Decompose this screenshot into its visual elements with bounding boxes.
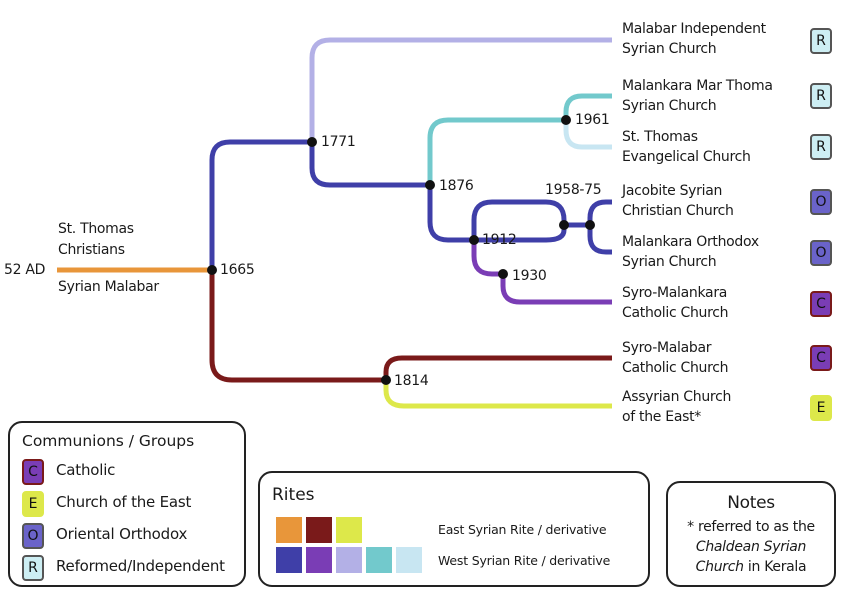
west-trunk-line	[209, 139, 312, 270]
rites-legend-title: Rites	[272, 485, 315, 505]
legend-badge-oriental-orthodox: O	[22, 523, 44, 549]
church-malabar-independent-line-2: Syrian Church	[622, 41, 717, 57]
notes-box: Notes * referred to as the Chaldean Syri…	[666, 481, 836, 587]
node-dot-1912	[469, 235, 479, 245]
notes-line-2: Chaldean Syrian	[695, 539, 807, 555]
communions-legend-title: Communions / Groups	[22, 432, 195, 450]
assyrian-line	[383, 380, 612, 409]
legend-label-reformed-independent: Reformed/Independent	[56, 557, 225, 575]
badge-syro-malabar: C	[810, 345, 832, 371]
notes-title: Notes	[727, 493, 775, 513]
node-dot-1771	[307, 137, 317, 147]
church-malankara-orthodox-line-1: Malankara Orthodox	[622, 234, 759, 250]
rite-swatch-west-2	[306, 547, 332, 573]
node-label-1814: 1814	[394, 373, 429, 389]
line-1912-upper	[471, 199, 567, 240]
node-label-1961: 1961	[575, 112, 610, 128]
rite-swatch-west-1	[276, 547, 302, 573]
node-dot-1958-b	[585, 220, 595, 230]
legend-label-church-of-the-east: Church of the East	[56, 493, 192, 511]
church-assyrian-line-1: Assyrian Church	[622, 389, 732, 405]
church-malabar-independent-line-1: Malabar Independent	[622, 21, 766, 37]
node-label-1930: 1930	[512, 268, 547, 284]
node-dot-1665	[207, 265, 217, 275]
legend-label-oriental-orthodox: Oriental Orthodox	[56, 525, 188, 543]
notes-line-3-italic: Church	[695, 559, 744, 575]
church-syro-malankara-line-1: Syro-Malankara	[622, 285, 728, 301]
node-dot-1814	[381, 375, 391, 385]
root-start-label: 52 AD	[4, 262, 46, 278]
church-assyrian-line-2: of the East*	[622, 409, 701, 425]
root-sub-name: Syrian Malabar	[58, 279, 159, 295]
church-jacobite-line-1: Jacobite Syrian	[622, 183, 723, 199]
communions-legend: Communions / Groups C Catholic E Church …	[8, 421, 246, 587]
jacobite-line	[587, 199, 612, 225]
node-label-1912: 1912	[482, 232, 517, 248]
rite-swatch-west-3	[336, 547, 362, 573]
reformed-branch-line	[427, 117, 566, 185]
church-evangelical-line-2: Evangelical Church	[622, 149, 751, 165]
badge-syro-malankara: C	[810, 291, 832, 317]
node-dot-1958-a	[559, 220, 569, 230]
legend-badge-church-of-the-east: E	[22, 491, 44, 517]
legend-badge-catholic: C	[22, 459, 44, 485]
node-dot-1876	[425, 180, 435, 190]
root-name-line-2: Christians	[58, 242, 125, 258]
node-label-1665: 1665	[220, 262, 255, 278]
badge-mar-thoma: R	[810, 83, 832, 109]
evangelical-line	[563, 120, 612, 150]
node-dot-1930	[498, 269, 508, 279]
rite-label-west: West Syrian Rite / derivative	[438, 553, 611, 568]
badge-malabar-independent: R	[810, 28, 832, 54]
syro-malankara-line	[500, 274, 612, 305]
root-name-line-1: St. Thomas	[58, 221, 134, 237]
rite-swatch-east-3	[336, 517, 362, 543]
legend-label-catholic: Catholic	[56, 461, 116, 479]
rites-legend: Rites East Syrian Rite / derivative West…	[258, 471, 650, 587]
malankara-orthodox-line	[587, 225, 612, 255]
rite-swatch-west-4	[366, 547, 392, 573]
rite-swatch-west-5	[396, 547, 422, 573]
church-jacobite-line-2: Christian Church	[622, 203, 734, 219]
badge-jacobite: O	[810, 189, 832, 215]
syro-malabar-line	[383, 355, 612, 380]
node-dot-1961	[561, 115, 571, 125]
rite-swatch-east-1	[276, 517, 302, 543]
church-evangelical-line-1: St. Thomas	[622, 129, 698, 145]
church-mar-thoma-line-1: Malankara Mar Thoma	[622, 78, 773, 94]
church-mar-thoma-line-2: Syrian Church	[622, 98, 717, 114]
node-label-1876: 1876	[439, 178, 474, 194]
legend-badge-reformed-independent: R	[22, 555, 44, 581]
church-syro-malankara-line-2: Catholic Church	[622, 305, 729, 321]
mar-thoma-line	[563, 93, 612, 120]
badge-assyrian: E	[810, 395, 832, 421]
east-trunk-line	[209, 270, 386, 383]
church-malankara-orthodox-line-2: Syrian Church	[622, 254, 717, 270]
line-1876-1912	[427, 185, 474, 243]
badge-malankara-orthodox: O	[810, 240, 832, 266]
line-1912-1930	[471, 240, 503, 277]
line-1912-lower	[474, 225, 567, 243]
church-syro-malabar-line-2: Catholic Church	[622, 360, 729, 376]
malabar-independent-line	[309, 37, 612, 142]
line-1771-1876	[309, 142, 430, 188]
badge-evangelical: R	[810, 134, 832, 160]
rite-swatch-east-2	[306, 517, 332, 543]
church-syro-malabar-line-1: Syro-Malabar	[622, 340, 712, 356]
notes-line-1: * referred to as the	[687, 519, 815, 535]
notes-line-3: Church in Kerala	[668, 559, 834, 575]
node-label-1958-75: 1958-75	[545, 182, 602, 198]
notes-line-3-rest: in Kerala	[743, 559, 807, 575]
rite-label-east: East Syrian Rite / derivative	[438, 522, 607, 537]
node-label-1771: 1771	[321, 134, 356, 150]
